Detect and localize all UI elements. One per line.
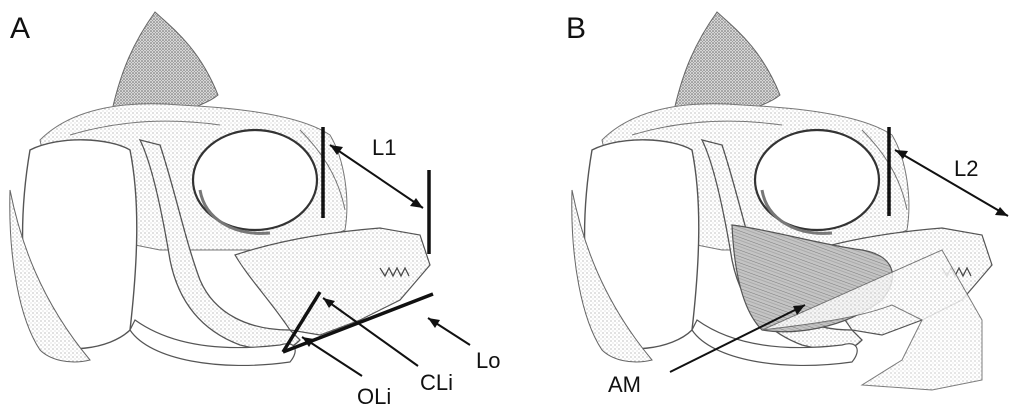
panel-a-label: A	[10, 12, 30, 45]
panel-a-skull-drawing	[10, 12, 430, 365]
cli-label: CLi	[420, 370, 453, 395]
lo-label: Lo	[476, 348, 500, 373]
am-label: AM	[608, 372, 641, 397]
l1-label: L1	[372, 135, 396, 160]
panel-a: A L1 OLi CLi Lo	[10, 12, 501, 408]
l2-label: L2	[954, 156, 978, 181]
l2-arrowhead-end	[995, 207, 1008, 216]
panel-b-label: B	[566, 12, 586, 45]
l2-arrow-line	[895, 150, 1008, 216]
panel-b: B L2 AM	[566, 12, 1008, 397]
oli-label: OLi	[357, 384, 391, 408]
lo-arrowhead	[428, 318, 440, 328]
